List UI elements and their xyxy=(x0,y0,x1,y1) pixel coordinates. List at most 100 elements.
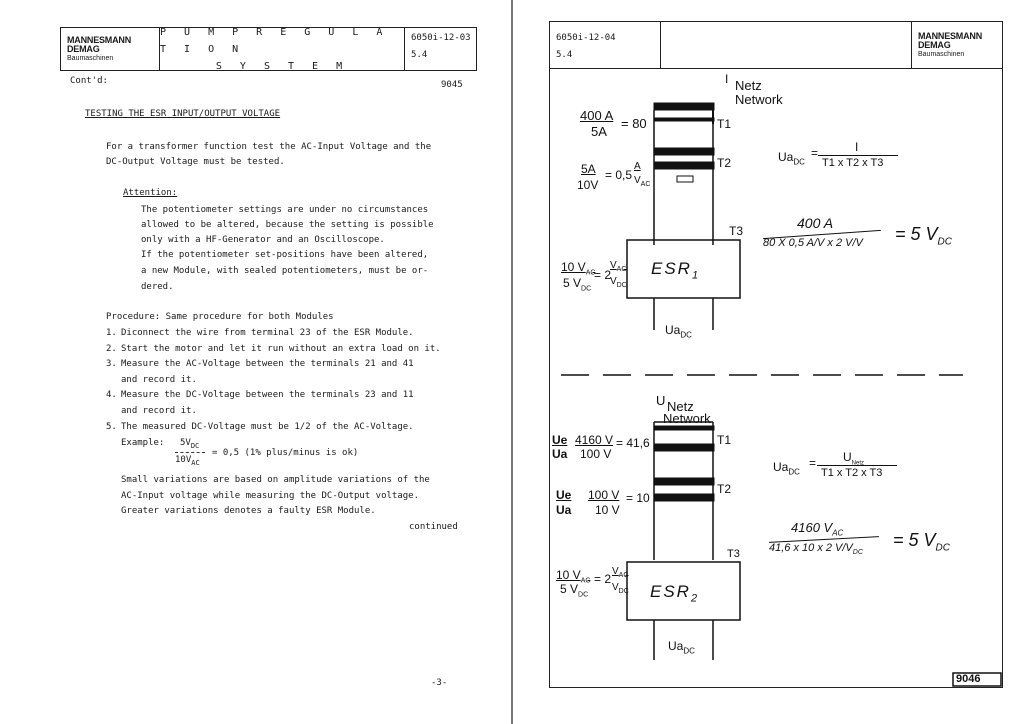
esr1-label: ESR1 xyxy=(651,259,701,282)
right-header-blank xyxy=(661,22,912,68)
top-formula-line xyxy=(818,155,898,156)
top-ratio2-den: 10V xyxy=(577,178,599,192)
bottom-formula-den: T1 x T2 x T3 xyxy=(821,467,883,479)
schematic-drawing xyxy=(561,102,1002,687)
continued-label: continued xyxy=(409,522,458,532)
bottom-formula-num: UNetz xyxy=(843,450,865,467)
top-formula-num: I xyxy=(855,140,859,154)
title-line-1: P U M P R E G U L A T I O N xyxy=(160,26,389,55)
page-number: -3- xyxy=(431,678,448,688)
bottom-formula-lhs: UaDC xyxy=(773,460,800,477)
step-4-number: 4. xyxy=(106,390,117,400)
top-ratio2-num: 5A xyxy=(581,162,596,176)
top-formula-den: T1 x T2 x T3 xyxy=(822,157,884,169)
top-ratio3-result: = 2 xyxy=(594,268,612,282)
step-4-text-1: Measure the DC-Voltage between the termi… xyxy=(121,390,414,400)
top-netz-label: Netz xyxy=(735,78,762,93)
bottom-ratio2-num: 100 V xyxy=(588,488,620,502)
step-5-text: The measured DC-Voltage must be 1/2 of t… xyxy=(121,422,414,432)
bottom-ratio1-den: 100 V xyxy=(580,447,612,461)
bottom-netz-label: Netz xyxy=(667,399,694,414)
brand-logo: MANNESMANN DEMAG Baumaschinen xyxy=(61,28,160,70)
top-t2-label: T2 xyxy=(717,156,732,170)
bottom-u-label: U xyxy=(656,393,666,408)
section-heading: TESTING THE ESR INPUT/OUTPUT VOLTAGE xyxy=(85,109,281,119)
top-handwritten-num: 400 A xyxy=(797,215,834,231)
note-line-1: Small variations are based on amplitude … xyxy=(121,475,430,485)
top-network-label: Network xyxy=(735,92,783,107)
example-label: Example: xyxy=(121,438,165,448)
bottom-ratio1-result: = 41,6 xyxy=(616,436,650,450)
top-ua-dc-label: UaDC xyxy=(665,323,692,340)
right-page-reference: 9046 xyxy=(956,673,981,685)
bottom-formula-eq: = xyxy=(809,456,817,470)
step-3-text-1: Measure the AC-Voltage between the termi… xyxy=(121,359,414,369)
section-number: 5.4 xyxy=(411,50,428,60)
right-doc-number-cell: 6050i-12-04 5.4 xyxy=(550,22,661,68)
top-ratio3-unit-num: VAC xyxy=(610,260,627,273)
top-t3-label: T3 xyxy=(729,224,744,238)
page-reference: 9045 xyxy=(441,80,463,90)
top-i-label: I xyxy=(725,72,729,86)
right-header: 6050i-12-04 5.4 MANNESMANN DEMAG Baumasc… xyxy=(549,21,1003,69)
attention-line-3: only with a HF-Generator and an Oscillos… xyxy=(141,235,385,245)
right-page: 6050i-12-04 5.4 MANNESMANN DEMAG Baumasc… xyxy=(513,0,1024,724)
step-5-number: 5. xyxy=(106,422,117,432)
bottom-handwritten-result: = 5 VDC xyxy=(893,530,950,554)
contd-label: Cont'd: xyxy=(70,76,108,86)
attention-label: Attention: xyxy=(123,188,178,198)
attention-line-4: If the potentiometer set-positions have … xyxy=(141,250,429,260)
doc-number-cell: 6050i-12-03 5.4 xyxy=(405,28,476,70)
top-ratio3-unit-den: VDC xyxy=(610,276,627,289)
bottom-ratio3-den: 5 VDC xyxy=(560,582,589,599)
right-brand-logo: MANNESMANN DEMAG Baumaschinen xyxy=(912,22,1002,68)
bottom-ua-dc-label: UaDC xyxy=(668,639,695,656)
document-title: P U M P R E G U L A T I O N S Y S T E M xyxy=(160,27,405,72)
esr2-label: ESR2 xyxy=(650,582,700,605)
intro-line-1: For a transformer function test the AC-I… xyxy=(106,142,432,152)
bottom-t1-label: T1 xyxy=(717,433,732,447)
top-ratio1-den: 5A xyxy=(591,124,607,139)
right-brand-line-3: Baumaschinen xyxy=(918,50,965,58)
step-1-number: 1. xyxy=(106,328,117,338)
attention-line-1: The potentiometer settings are under no … xyxy=(141,205,429,215)
step-4-text-2: and record it. xyxy=(121,406,197,416)
step-2-number: 2. xyxy=(106,344,117,354)
bottom-ratio2-den: 10 V xyxy=(595,503,620,517)
top-ratio1-num: 400 A xyxy=(580,108,614,123)
top-ratio2-unit-den: VAC xyxy=(634,175,651,188)
bottom-ratio1-lhs-den: Ua xyxy=(552,447,568,461)
top-ratio3-num: 10 VAC xyxy=(561,260,596,277)
left-header: MANNESMANN DEMAG Baumaschinen P U M P R … xyxy=(60,27,477,72)
top-ratio3-den: 5 VDC xyxy=(563,276,592,293)
right-brand-line-1: MANNESMANN xyxy=(918,30,982,41)
top-handwritten-den: 80 X 0,5 A/V x 2 V/V xyxy=(763,237,863,249)
top-ratio2-result: = 0,5 xyxy=(605,168,633,182)
bottom-ratio3-result: = 2 xyxy=(594,572,612,586)
step-3-number: 3. xyxy=(106,359,117,369)
bottom-ratio2-lhs-num: Ue xyxy=(556,488,572,502)
bottom-ratio1-num: 4160 V xyxy=(575,433,614,447)
attention-line-5: a new Module, with sealed potentiometers… xyxy=(141,266,429,276)
top-handwritten-result: = 5 VDC xyxy=(895,224,952,248)
procedure-label: Procedure: Same procedure for both Modul… xyxy=(106,312,334,322)
bottom-network-label: Network xyxy=(663,411,711,426)
step-1-text: Diconnect the wire from terminal 23 of t… xyxy=(121,328,414,338)
bottom-ratio3-unit-den: VDC xyxy=(612,582,629,595)
top-ratio2-unit-num: A xyxy=(634,161,641,172)
intro-line-2: DC-Output Voltage must be tested. xyxy=(106,157,285,167)
right-doc-number: 6050i-12-04 xyxy=(556,33,616,43)
bottom-ratio2-result: = 10 xyxy=(626,491,650,505)
attention-line-2: allowed to be altered, because the setti… xyxy=(141,220,434,230)
doc-number: 6050i-12-03 xyxy=(411,33,471,43)
example-denominator: 10VAC xyxy=(175,455,200,467)
bottom-handwritten-num: 4160 VAC xyxy=(791,520,844,538)
note-line-2: AC-Input voltage while measuring the DC-… xyxy=(121,491,420,501)
bottom-ratio2-lhs-den: Ua xyxy=(556,503,572,517)
bottom-ratio3-unit-num: VAC xyxy=(612,566,629,579)
top-t1-label: T1 xyxy=(717,117,732,131)
title-line-2: S Y S T E M xyxy=(215,60,349,72)
top-formula-eq: = xyxy=(811,146,819,160)
right-brand-line-2: DEMAG xyxy=(918,39,951,50)
brand-line-1: MANNESMANN xyxy=(67,34,131,45)
